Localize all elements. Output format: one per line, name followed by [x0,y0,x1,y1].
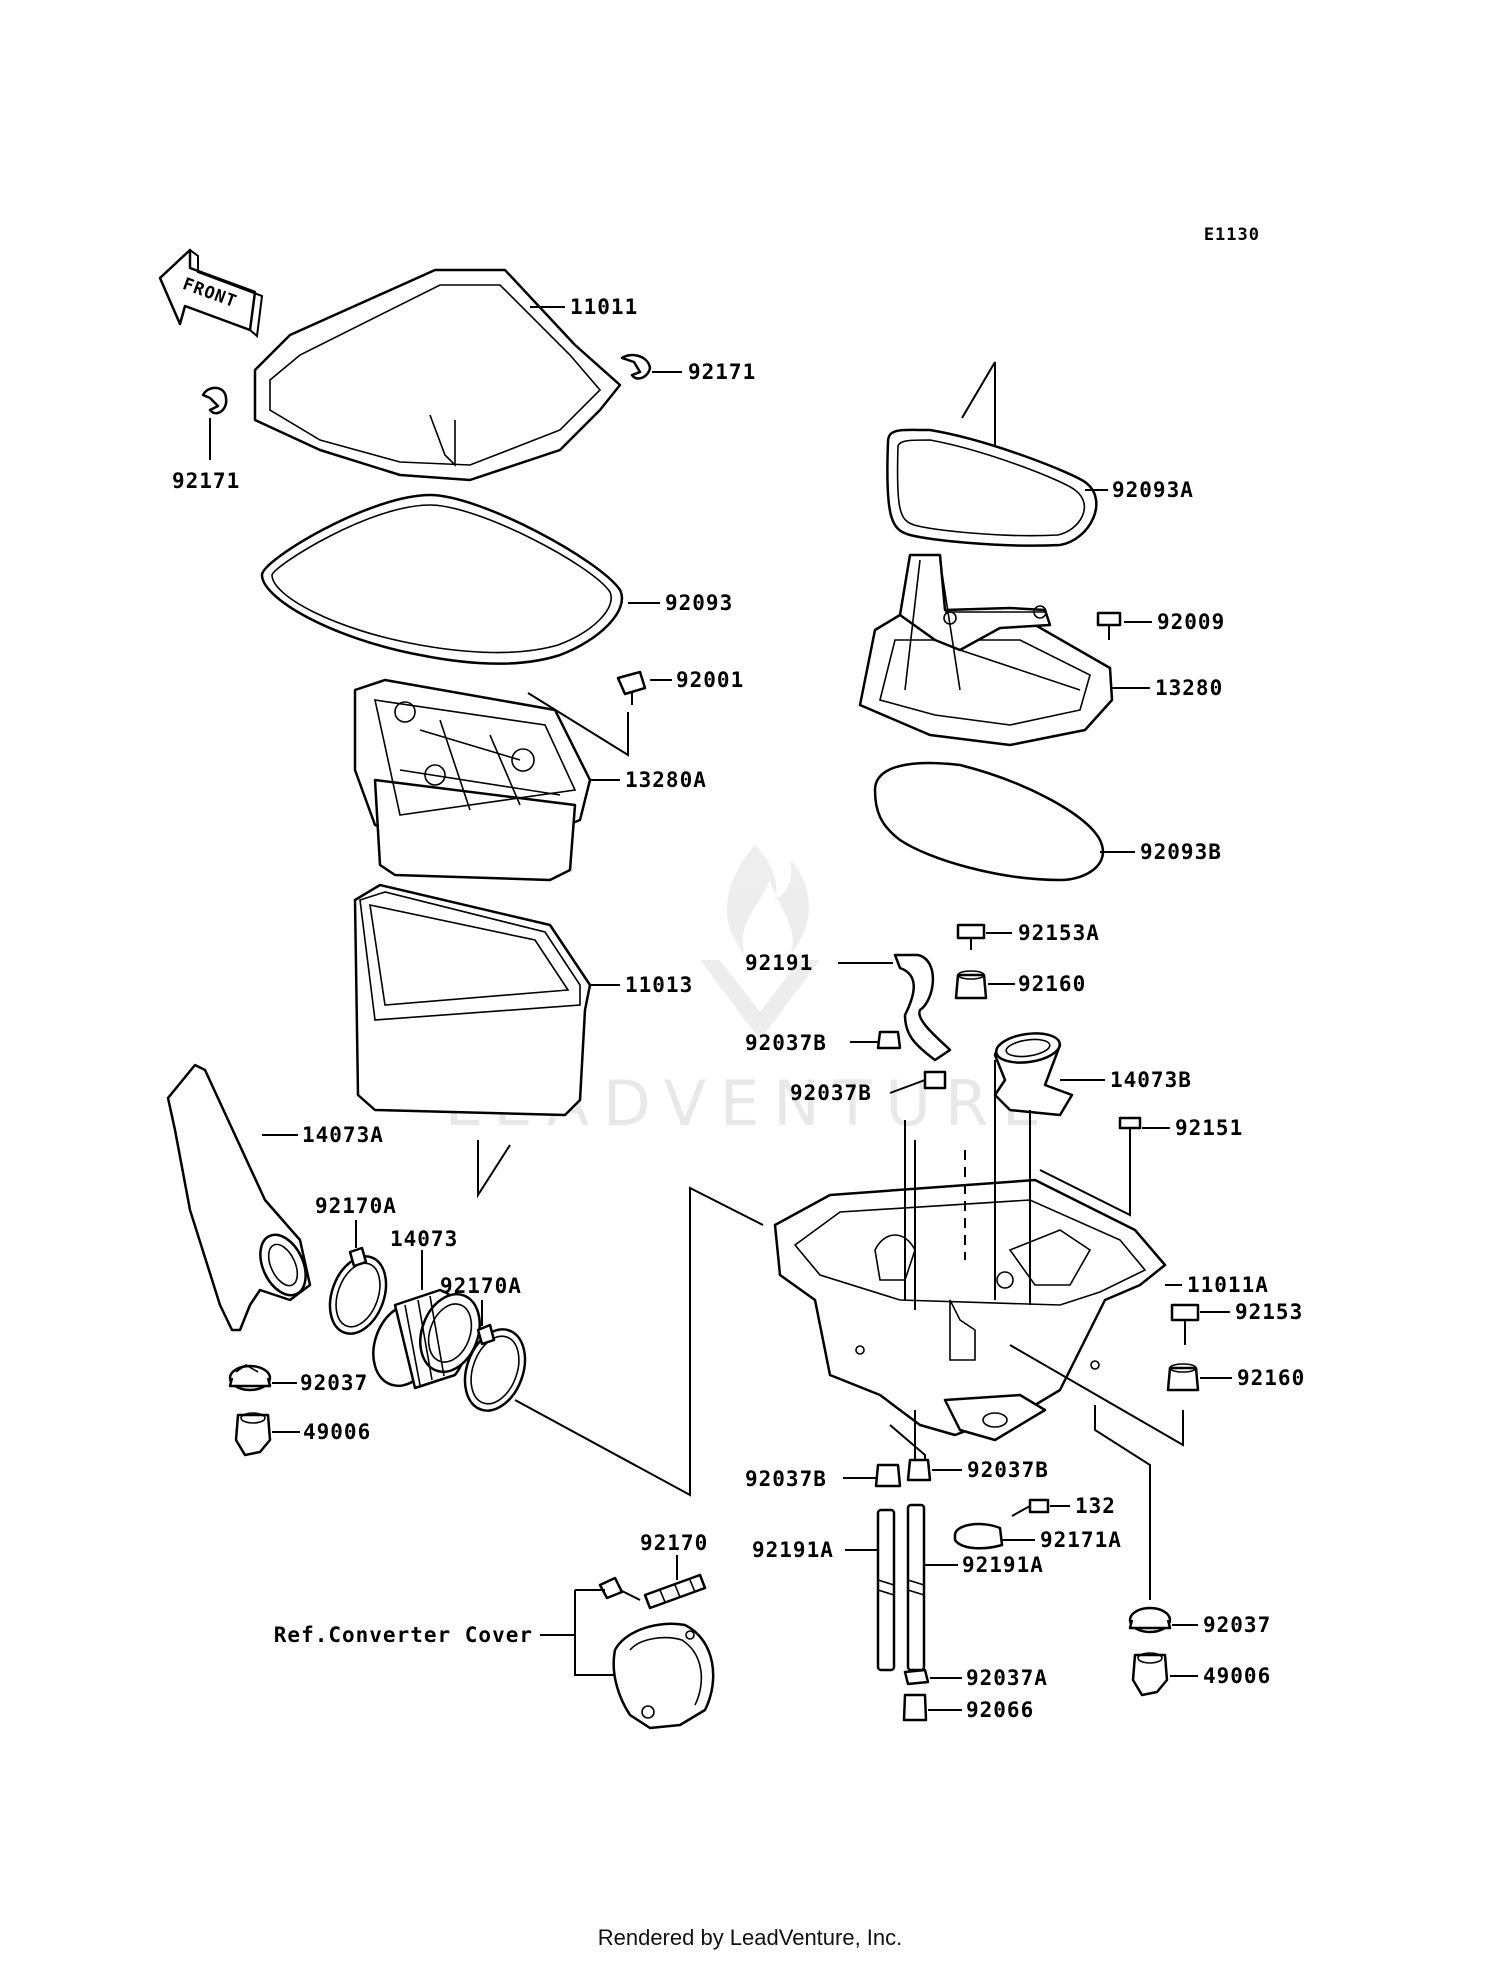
label-92037B-4: 92037B [967,1458,1049,1482]
label-92160-bottom: 92160 [1237,1366,1305,1390]
label-92009: 92009 [1157,610,1225,634]
label-92037-right: 92037 [1203,1613,1271,1637]
label-92171-left: 92171 [172,469,240,493]
gasket-92093A [886,428,1098,547]
label-49006-left: 49006 [303,1420,371,1444]
clip-92171A [953,1522,1004,1550]
hose-92170 [643,1573,707,1610]
intake-funnel-14073B [993,1032,1074,1117]
drain-cap-49006-right [1131,1652,1169,1697]
intake-boot-14073 [372,1288,481,1390]
clamp-92037B-3 [874,1463,902,1488]
hose-92191A-right [906,1503,926,1672]
label-92001: 92001 [676,668,744,692]
screw-92151 [1118,1116,1142,1140]
label-92170A-1: 92170A [315,1194,397,1218]
clamp-92037B-2 [923,1070,947,1090]
clamp-92037-right [1128,1606,1172,1634]
clamp-92037-left [228,1364,272,1392]
label-92171-right: 92171 [688,360,756,384]
air-cleaner-cover-11011 [253,268,622,482]
clamp-92037B-4 [906,1458,932,1482]
gasket-92093B [873,761,1105,882]
label-92037B-3: 92037B [745,1467,827,1491]
gasket-92093 [260,493,624,665]
label-92093A: 92093A [1112,478,1194,502]
filter-frame-13280 [858,553,1114,747]
bolt-ref-converter [598,1576,641,1601]
label-92066: 92066 [966,1698,1034,1722]
ref-converter-cover-label: Ref.Converter Cover [274,1623,533,1647]
label-11013: 11013 [625,973,693,997]
label-13280: 13280 [1155,676,1223,700]
label-92037A: 92037A [966,1666,1048,1690]
label-92153A: 92153A [1018,921,1100,945]
filter-frame-13280A [353,678,592,882]
bolt-92153A [956,923,986,950]
clip-92171-right [620,353,652,380]
label-132: 132 [1075,1494,1116,1518]
diagram-code: E1130 [1204,225,1260,245]
label-92093B: 92093B [1140,840,1222,864]
label-49006-right: 49006 [1203,1664,1271,1688]
clip-92171-left [201,386,228,415]
label-92170: 92170 [640,1531,708,1555]
screw-92009 [1096,611,1122,640]
plug-92066 [902,1693,928,1722]
air-filter-element-11013 [353,883,592,1117]
grommet-92160-top [954,970,988,1000]
label-14073B: 14073B [1110,1068,1192,1092]
footer-credit: Rendered by LeadVenture, Inc. [598,1925,903,1950]
label-92160-top: 92160 [1018,972,1086,996]
label-92093: 92093 [665,591,733,615]
label-92171A: 92171A [1040,1528,1122,1552]
air-box-11011A [773,1178,1167,1442]
clamp-92037B-1 [876,1030,902,1050]
label-92170A-2: 92170A [440,1274,522,1298]
label-92191A-2: 92191A [962,1553,1044,1577]
clamp-92170A-1 [328,1246,388,1335]
converter-cover [612,1622,715,1730]
clip-92037A [903,1668,930,1686]
label-92151: 92151 [1175,1116,1243,1140]
hose-92191 [893,953,952,1062]
label-92153: 92153 [1235,1300,1303,1324]
label-92037B-1: 92037B [745,1031,827,1055]
clamp-92170A-2 [463,1323,527,1412]
label-13280A: 13280A [625,768,707,792]
front-arrow-icon: FRONT [158,248,264,338]
label-92037B-2: 92037B [790,1081,872,1105]
label-92037-left: 92037 [300,1371,368,1395]
label-14073: 14073 [390,1227,458,1251]
label-11011: 11011 [570,295,638,319]
bolt-132 [1011,1498,1050,1517]
intake-duct-14073A [166,1063,312,1332]
wing-nut-92001 [616,670,647,705]
bolt-92153 [1170,1303,1200,1345]
label-11011A: 11011A [1187,1273,1269,1297]
hose-92191A-left [876,1508,896,1672]
label-14073A: 14073A [302,1123,384,1147]
label-92191A-1: 92191A [752,1538,834,1562]
drain-cap-49006-left [234,1412,272,1457]
grommet-92160-bottom [1166,1363,1200,1392]
label-92191: 92191 [745,951,813,975]
